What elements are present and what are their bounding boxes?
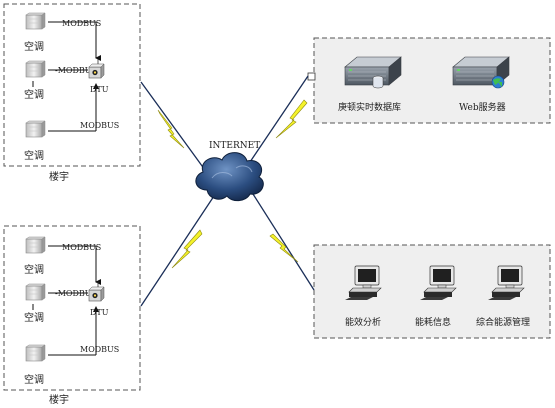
modbus-label: -MODBUS: [55, 66, 97, 75]
server-connector-port: [307, 72, 316, 81]
building-label: 楼宇: [49, 393, 69, 406]
air-conditioner-icon: [25, 236, 46, 254]
internet-label: INTERNET: [209, 141, 260, 151]
ac-label: 空调: [24, 40, 44, 53]
building-1-box: [3, 3, 141, 167]
modbus-label: -MODBUS: [55, 289, 97, 298]
dtu-icon: [88, 281, 105, 302]
modbus-label: MODBUS: [80, 345, 119, 354]
modbus-label: MODBUS: [80, 121, 119, 130]
building-label: 楼宇: [49, 170, 69, 183]
web-server-label: Web服务器: [459, 101, 506, 113]
globe-icon: [491, 75, 505, 89]
client-label: 综合能源管理: [476, 316, 530, 328]
client-group: 能效分析 能耗信息 综合能源管理: [313, 244, 551, 339]
connection-lines: [140, 75, 315, 307]
server-group: 庚顿实时数据库 Web服务器: [307, 37, 551, 124]
modbus-label: MODBUS: [62, 243, 101, 252]
ac-label: 空调: [24, 373, 44, 386]
air-conditioner-icon: [25, 283, 46, 301]
lightning-icon: [269, 233, 299, 263]
lightning-bolts: [157, 99, 308, 269]
database-label: 庚顿实时数据库: [338, 101, 401, 113]
modbus-label: MODBUS: [62, 19, 101, 28]
air-conditioner-icon: [25, 344, 46, 362]
lightning-icon: [171, 229, 203, 269]
building-2-box: [3, 225, 141, 391]
client-label: 能效分析: [345, 316, 381, 328]
dtu-label: DTU: [90, 85, 109, 94]
building-2-group: 空调 空调 空调 MODBUS -MODBUS MODBUS DTU 楼宇: [3, 225, 141, 406]
dtu-icon: [88, 58, 105, 79]
air-conditioner-icon: [25, 120, 46, 138]
ac-label: 空调: [24, 88, 44, 101]
air-conditioner-icon: [25, 60, 46, 78]
building-1-group: 空调 空调 空调 MODBUS -MODBUS MODBUS DTU 楼宇: [3, 3, 141, 183]
ac-label: 空调: [24, 263, 44, 276]
database-icon: [372, 75, 384, 89]
lightning-icon: [275, 99, 308, 139]
dtu-label: DTU: [90, 308, 109, 317]
client-label: 能耗信息: [415, 316, 451, 328]
internet-cloud-icon: [195, 152, 264, 202]
lightning-icon: [157, 109, 185, 149]
ac-label: 空调: [24, 311, 44, 324]
ac-label: 空调: [24, 149, 44, 162]
air-conditioner-icon: [25, 12, 46, 30]
